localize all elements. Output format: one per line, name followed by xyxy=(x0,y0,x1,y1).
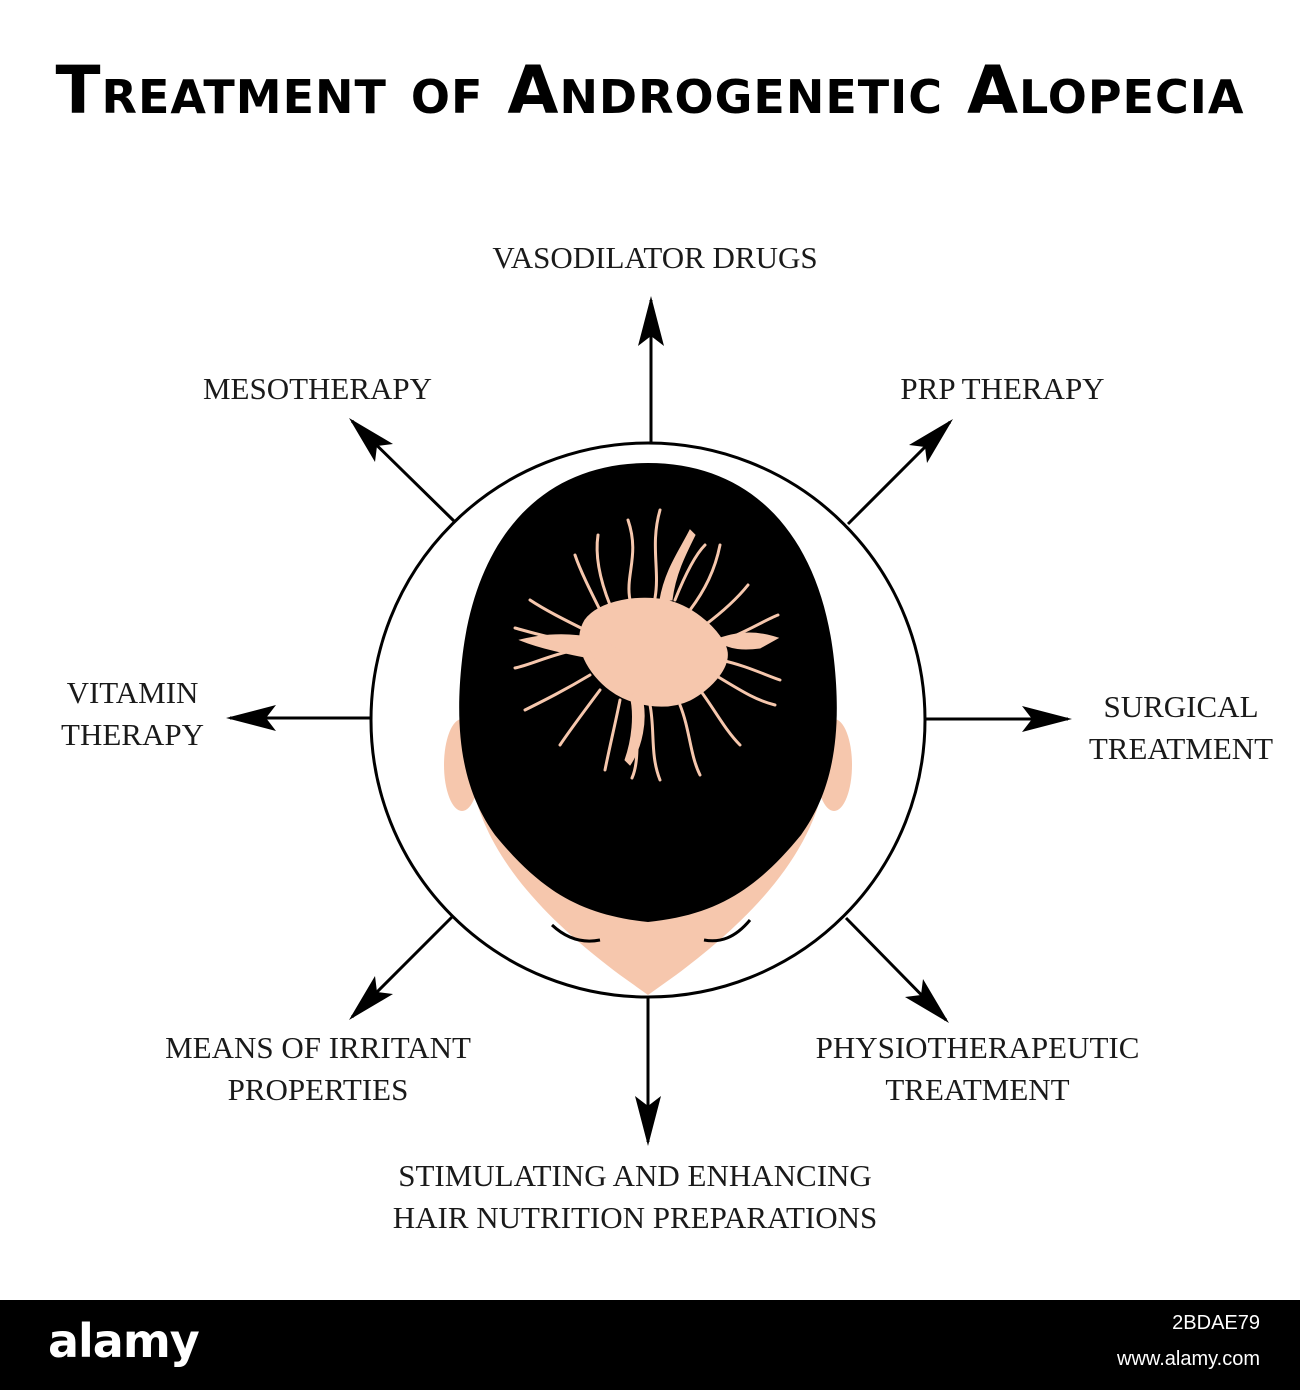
alamy-logo: alamy xyxy=(48,1314,200,1368)
page-title: Treatment of Androgenetic Alopecia xyxy=(55,52,1245,129)
treatment-label-line: PRP THERAPY xyxy=(900,371,1105,406)
arrowhead-right xyxy=(1022,706,1072,732)
treatment-label-line: TREATMENT xyxy=(1088,731,1274,766)
treatment-label-line: VITAMIN xyxy=(66,675,199,710)
arrowhead-left xyxy=(226,705,276,731)
watermark-footer: alamy 2BDAE79 www.alamy.com xyxy=(0,1300,1300,1390)
right-brow xyxy=(703,919,752,943)
arrowhead-down-right xyxy=(905,979,949,1023)
hair-strands xyxy=(513,508,782,782)
head-illustration xyxy=(444,463,852,995)
treatment-stimulating-preparations: STIMULATING AND ENHANCING HAIR NUTRITION… xyxy=(330,1155,940,1239)
treatment-prp-therapy: PRP THERAPY xyxy=(870,368,1135,410)
treatment-label-line: STIMULATING AND ENHANCING xyxy=(398,1158,872,1193)
treatment-label-line: THERAPY xyxy=(61,717,204,752)
image-code: 2BDAE79 xyxy=(1172,1312,1260,1334)
arrowhead-down xyxy=(635,1096,661,1146)
arrowhead-up-left xyxy=(349,418,393,462)
treatment-vitamin-therapy: VITAMIN THERAPY xyxy=(40,672,225,756)
arrowhead-up-right xyxy=(909,419,953,463)
treatment-label-line: VASODILATOR DRUGS xyxy=(492,240,818,275)
treatment-label-line: SURGICAL xyxy=(1103,689,1259,724)
treatment-surgical-treatment: SURGICAL TREATMENT xyxy=(1070,686,1292,770)
treatment-label-line: MESOTHERAPY xyxy=(202,371,433,406)
bald-spot xyxy=(518,529,780,766)
treatment-label-line: HAIR NUTRITION PREPARATIONS xyxy=(392,1200,878,1235)
treatment-label-line: TREATMENT xyxy=(885,1072,1070,1107)
treatment-physiotherapeutic-treatment: PHYSIOTHERAPEUTIC TREATMENT xyxy=(775,1027,1180,1111)
arrowhead-down-left xyxy=(349,976,393,1020)
treatment-vasodilator-drugs: VASODILATOR DRUGS xyxy=(440,237,870,279)
treatment-label-line: MEANS OF IRRITANT xyxy=(165,1030,471,1065)
site-url: www.alamy.com xyxy=(1117,1348,1260,1370)
treatment-mesotherapy: MESOTHERAPY xyxy=(170,368,465,410)
treatment-diagram xyxy=(226,296,1072,1146)
arrowhead-up xyxy=(638,296,664,346)
treatment-means-of-irritant-properties: MEANS OF IRRITANT PROPERTIES xyxy=(128,1027,508,1111)
treatment-label-line: PHYSIOTHERAPEUTIC xyxy=(815,1030,1140,1065)
arrowheads xyxy=(226,296,1072,1146)
treatment-label-line: PROPERTIES xyxy=(227,1072,409,1107)
left-brow xyxy=(550,923,601,943)
